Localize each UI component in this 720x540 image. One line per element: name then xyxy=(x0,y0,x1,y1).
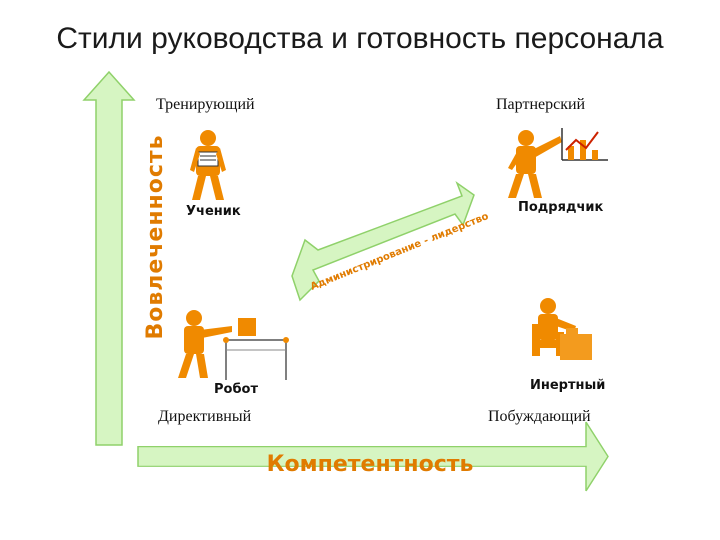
horizontal-axis-label: Компетентность xyxy=(266,452,474,477)
page-title: Стили руководства и готовность персонала xyxy=(56,22,664,55)
vertical-axis-label: Вовлеченность xyxy=(143,134,168,340)
quadrant-label-partnering: Партнерский xyxy=(496,96,586,113)
contractor-figure-icon xyxy=(508,128,608,198)
horizontal-axis-arrow xyxy=(137,421,609,492)
figure-label-contractor: Подрядчик xyxy=(518,200,604,215)
quadrant-label-directive: Директивный xyxy=(158,408,252,425)
robot-figure-icon xyxy=(178,310,289,380)
diagonal-arrow: Администрирование - лидерство xyxy=(291,180,490,302)
figure-label-inert: Инертный xyxy=(530,378,606,393)
vertical-axis-arrow xyxy=(82,70,136,446)
quadrant-label-coaching: Тренирующий xyxy=(156,96,255,113)
inert-figure-icon xyxy=(532,298,592,360)
student-figure-icon xyxy=(190,130,226,200)
figure-label-robot: Робот xyxy=(214,382,259,397)
figure-label-student: Ученик xyxy=(186,204,241,219)
quadrant-label-motivating: Побуждающий xyxy=(488,408,591,425)
